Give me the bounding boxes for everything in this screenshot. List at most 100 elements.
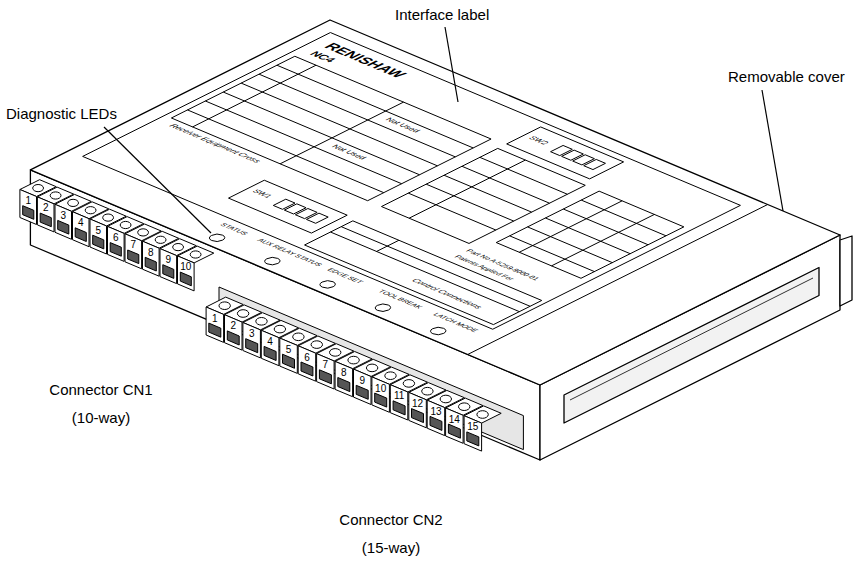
wire-entry xyxy=(23,206,34,220)
table-grid xyxy=(330,221,541,312)
interface-label-artwork xyxy=(44,26,767,354)
pin-number: 12 xyxy=(412,398,423,410)
pin-number: 6 xyxy=(304,352,310,364)
wire-entry xyxy=(467,432,479,446)
pin-number: 8 xyxy=(148,247,154,259)
terminal-front xyxy=(90,219,107,254)
table-grid xyxy=(381,148,585,243)
terminal-front xyxy=(354,369,372,404)
housing xyxy=(30,20,852,460)
switch-box xyxy=(229,180,348,233)
terminal-blocks xyxy=(20,180,501,451)
terminal-screw xyxy=(330,349,341,357)
terminal-screw xyxy=(477,411,488,419)
terminal-screw xyxy=(85,207,96,214)
terminal-front xyxy=(280,338,298,373)
terminal-front xyxy=(178,256,195,291)
wire-entry xyxy=(58,220,69,234)
terminal-screw xyxy=(403,380,414,388)
pin-number: 2 xyxy=(231,320,237,332)
terminal-screw xyxy=(103,214,114,221)
table-title: Receiver Equipment Cross xyxy=(167,123,263,164)
wire-entry xyxy=(301,362,313,376)
table-grid xyxy=(381,148,585,243)
terminal-screw xyxy=(293,333,304,341)
terminal-front xyxy=(108,226,125,261)
terminal-front xyxy=(143,241,160,276)
leader-line xyxy=(762,90,783,211)
switch-name: SW2 xyxy=(526,135,551,146)
side-slot xyxy=(564,268,819,424)
wire-entry xyxy=(227,331,239,345)
wire-entry xyxy=(338,378,350,392)
terminal-screw xyxy=(274,325,285,333)
pin-number: 3 xyxy=(61,210,67,222)
wire-entry xyxy=(163,265,174,279)
pin-number: 4 xyxy=(267,336,273,348)
pin-number: 7 xyxy=(131,239,137,251)
led-name: STATUS xyxy=(218,222,250,236)
led-name: EDGE SET xyxy=(325,267,365,285)
pin-number: 5 xyxy=(286,344,292,356)
wire-entry xyxy=(448,424,460,438)
terminal-screw xyxy=(155,236,166,243)
table-grid xyxy=(305,221,542,325)
led xyxy=(206,233,228,243)
terminal-front xyxy=(243,323,261,358)
pin-number: 4 xyxy=(78,217,84,229)
callout-label: Diagnostic LEDs xyxy=(6,105,117,123)
terminal-screw xyxy=(366,364,377,372)
terminal-screw xyxy=(237,310,248,318)
terminal-screw xyxy=(256,318,267,326)
terminal-front xyxy=(206,307,224,342)
pin-number: 10 xyxy=(375,383,386,395)
wire-entry xyxy=(375,393,387,407)
callout-label: Connector CN1 (10-way) xyxy=(40,376,162,432)
led-row xyxy=(206,233,449,336)
terminal-screw xyxy=(173,244,184,251)
terminal-front xyxy=(335,361,353,396)
pin-number: 14 xyxy=(449,414,460,426)
table-grid xyxy=(496,191,684,278)
wire-entry xyxy=(283,354,295,368)
table-grid xyxy=(171,56,491,200)
led xyxy=(261,256,283,266)
terminal-front xyxy=(372,377,390,412)
terminal-screw xyxy=(385,372,396,380)
cover-clip xyxy=(840,236,852,306)
terminal-front xyxy=(464,416,482,451)
switch-box xyxy=(507,127,624,179)
terminal-screw xyxy=(219,302,230,310)
wire-entry xyxy=(75,228,86,242)
wire-entry xyxy=(393,401,405,415)
pin-number: 6 xyxy=(113,232,119,244)
terminal-screw xyxy=(68,199,79,206)
terminal-screw xyxy=(459,403,470,411)
terminal-screw xyxy=(120,221,131,228)
terminal-front xyxy=(317,354,335,389)
wire-entry xyxy=(319,370,331,384)
wire-entry xyxy=(209,323,221,337)
table-grid xyxy=(171,56,491,200)
pin-number: 13 xyxy=(430,406,441,418)
terminal-front xyxy=(73,212,90,247)
wire-entry xyxy=(93,235,104,249)
terminal-front xyxy=(125,234,142,269)
wire-entry xyxy=(128,250,139,264)
pin-number: 8 xyxy=(341,367,347,379)
pin-number: 9 xyxy=(166,254,172,266)
dip-switch xyxy=(551,145,606,169)
terminal-front xyxy=(55,204,72,239)
terminal-front xyxy=(409,392,427,427)
led-name: AUX RELAY STATUS xyxy=(255,238,324,268)
terminal-front xyxy=(298,346,316,381)
wire-entry xyxy=(356,385,368,399)
pin-number: 2 xyxy=(43,202,49,214)
pin-number: 9 xyxy=(360,375,366,387)
terminal-screw xyxy=(33,185,44,192)
terminal-front xyxy=(446,408,464,443)
led xyxy=(372,303,394,313)
wire-entry xyxy=(145,257,156,271)
pin-number: 5 xyxy=(96,225,102,237)
terminal-front xyxy=(225,315,243,350)
